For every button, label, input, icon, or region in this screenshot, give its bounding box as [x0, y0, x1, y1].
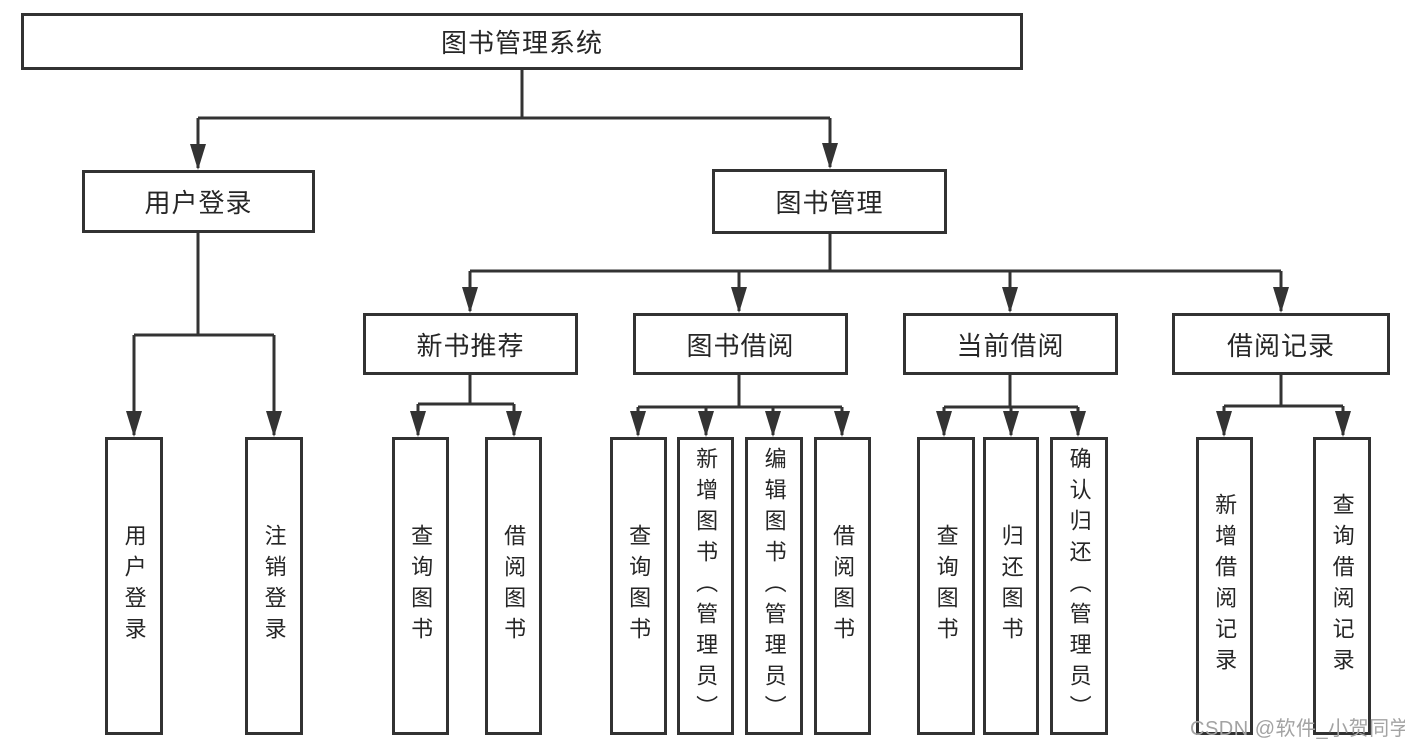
node-book-management-label: 图书管理	[775, 188, 884, 218]
node-user-login: 用户登录	[82, 170, 315, 233]
node-new-book-recommendation-label: 新书推荐	[416, 330, 525, 361]
node-borrow-books-borrowing: 借阅图书	[814, 437, 871, 735]
connector-new-book-recommendation	[410, 375, 522, 437]
node-return-books: 归还图书	[983, 437, 1039, 735]
node-borrow-books-recommend: 借阅图书	[485, 437, 542, 735]
node-edit-book-admin: 编辑图书（管理员）	[745, 437, 803, 735]
node-confirm-return-admin-label: 确认归还（管理员）	[1066, 446, 1092, 726]
node-logout-action: 注销登录	[245, 437, 303, 735]
node-add-book-admin: 新增图书（管理员）	[677, 437, 734, 735]
node-query-borrow-record: 查询借阅记录	[1313, 437, 1371, 735]
connector-current-borrowing	[936, 375, 1086, 437]
csdn-watermark: CSDN @软件_小贺同学	[1190, 718, 1405, 740]
node-user-login-action-label: 用户登录	[121, 524, 147, 648]
node-add-book-admin-label: 新增图书（管理员）	[693, 446, 719, 726]
connector-user-login	[126, 233, 282, 437]
node-query-books-current-label: 查询图书	[933, 524, 959, 648]
node-return-books-label: 归还图书	[998, 524, 1024, 648]
connector-book-borrowing	[630, 375, 850, 437]
connector-book-management	[462, 234, 1289, 313]
connector-borrowing-records	[1216, 375, 1351, 437]
node-query-books-recommend: 查询图书	[392, 437, 449, 735]
node-edit-book-admin-label: 编辑图书（管理员）	[761, 446, 787, 726]
node-new-book-recommendation: 新书推荐	[363, 313, 578, 375]
node-user-login-label: 用户登录	[144, 188, 253, 218]
node-query-borrow-record-label: 查询借阅记录	[1329, 493, 1355, 679]
node-query-books-recommend-label: 查询图书	[408, 524, 434, 648]
node-confirm-return-admin: 确认归还（管理员）	[1050, 437, 1108, 735]
node-book-borrowing: 图书借阅	[633, 313, 848, 375]
node-add-borrow-record-label: 新增借阅记录	[1212, 493, 1238, 679]
node-query-books-current: 查询图书	[917, 437, 975, 735]
node-query-books-borrowing-label: 查询图书	[626, 524, 652, 648]
node-current-borrowing: 当前借阅	[903, 313, 1118, 375]
node-user-login-action: 用户登录	[105, 437, 163, 735]
node-book-management: 图书管理	[712, 169, 947, 234]
node-logout-action-label: 注销登录	[261, 524, 287, 648]
node-current-borrowing-label: 当前借阅	[956, 330, 1065, 361]
node-book-borrowing-label: 图书借阅	[686, 330, 795, 361]
node-add-borrow-record: 新增借阅记录	[1196, 437, 1253, 735]
node-library-system-label: 图书管理系统	[440, 28, 603, 58]
node-borrow-books-borrowing-label: 借阅图书	[830, 524, 856, 648]
node-borrowing-records: 借阅记录	[1172, 313, 1390, 375]
node-query-books-borrowing: 查询图书	[610, 437, 667, 735]
connector-root	[190, 70, 838, 170]
node-borrow-books-recommend-label: 借阅图书	[501, 524, 527, 648]
node-library-system: 图书管理系统	[21, 13, 1023, 70]
node-borrowing-records-label: 借阅记录	[1226, 330, 1335, 361]
